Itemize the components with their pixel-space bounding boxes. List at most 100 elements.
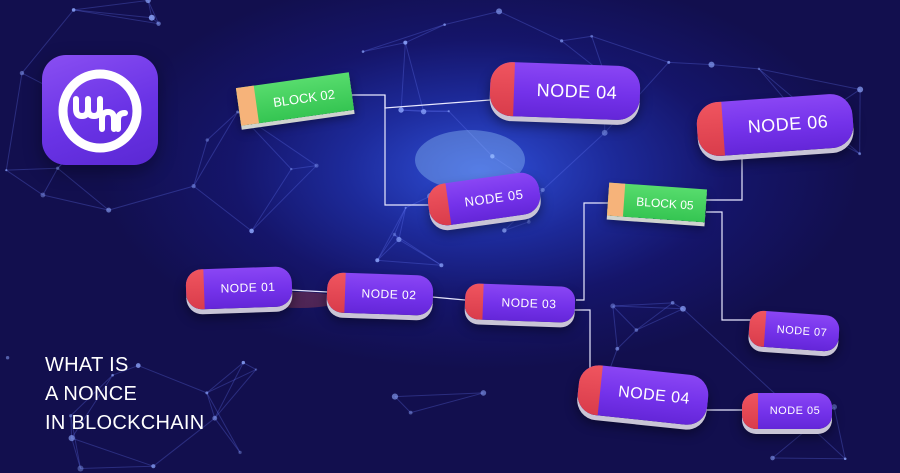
link-block05-node07: [706, 211, 752, 321]
network-dot: [5, 169, 8, 172]
network-line: [612, 302, 673, 307]
node-06-label: NODE 06: [747, 110, 829, 137]
network-line: [6, 167, 58, 171]
network-dot: [392, 232, 397, 237]
network-line: [668, 61, 712, 66]
network-line: [612, 305, 637, 331]
network-dot: [757, 67, 761, 71]
network-line: [401, 109, 424, 113]
network-dot: [148, 14, 155, 21]
network-line: [70, 415, 73, 439]
network-dot: [151, 464, 156, 469]
network-line: [5, 72, 23, 171]
network-dot: [670, 301, 675, 305]
network-line: [112, 365, 139, 376]
node-05-bottom-label: NODE 05: [769, 405, 821, 417]
connection-lines: [289, 94, 752, 411]
network-line: [251, 165, 317, 232]
network-line: [206, 392, 216, 419]
network-line: [394, 396, 411, 413]
network-dot: [40, 192, 46, 198]
network-dot: [314, 163, 319, 168]
network-line: [833, 406, 846, 459]
network-dot: [254, 368, 258, 371]
network-line: [138, 365, 208, 394]
network-dot: [708, 61, 715, 68]
network-dot: [19, 70, 25, 76]
network-line: [251, 168, 292, 232]
network-dot: [857, 86, 864, 93]
wnr-logo: [42, 55, 158, 165]
network-dot: [375, 258, 380, 263]
network-line: [214, 369, 257, 419]
network-line: [504, 221, 529, 231]
network-line: [561, 35, 592, 42]
network-line: [410, 392, 484, 414]
network-dot: [590, 34, 594, 38]
link-block02-node05: [384, 95, 430, 206]
network-line: [362, 42, 406, 53]
network-dot: [191, 184, 196, 189]
network-line: [57, 167, 110, 211]
network-dot: [135, 363, 141, 368]
network-dot: [361, 50, 365, 53]
wnr-logo-icon: [58, 69, 142, 153]
network-line: [636, 302, 673, 331]
network-line: [612, 305, 618, 349]
network-dot: [480, 390, 487, 396]
network-dot: [71, 8, 76, 12]
headline-line-1: WHAT IS: [45, 354, 129, 376]
network-dot: [831, 404, 837, 410]
node-07: NODE 07: [747, 309, 841, 353]
headline-line-3: IN BLOCKCHAIN: [45, 412, 205, 434]
network-line: [147, 0, 160, 24]
network-line: [362, 24, 445, 53]
node-01: NODE 01: [185, 266, 293, 310]
network-dot: [770, 455, 775, 461]
node-07-label: NODE 07: [776, 323, 828, 340]
network-line: [214, 417, 241, 453]
network-dot: [404, 206, 407, 209]
network-dot: [249, 228, 254, 234]
node-04-top: NODE 04: [489, 61, 641, 121]
network-line: [42, 167, 59, 196]
network-dot: [205, 391, 209, 395]
network-dot: [526, 219, 531, 224]
node-02: NODE 02: [326, 272, 434, 316]
network-line: [206, 111, 238, 141]
network-line: [243, 362, 257, 370]
network-dot: [443, 23, 446, 26]
link-node01-node02: [289, 289, 329, 293]
network-line: [772, 457, 846, 460]
node-03-label: NODE 03: [501, 295, 557, 312]
network-line: [404, 42, 425, 112]
network-line: [711, 64, 759, 70]
node-03: NODE 03: [464, 283, 576, 323]
network-dot: [396, 236, 402, 243]
network-dot: [680, 305, 686, 312]
network-line: [80, 465, 154, 470]
network-line: [193, 139, 208, 187]
network-dot: [858, 152, 862, 156]
network-line: [542, 132, 606, 191]
network-line: [206, 362, 244, 394]
network-line: [591, 35, 669, 63]
network-line: [394, 234, 442, 266]
network-line: [71, 374, 114, 439]
network-line: [73, 9, 159, 25]
node-05-bottom: NODE 05: [742, 393, 832, 429]
network-line: [616, 329, 637, 350]
link-node02-node03: [431, 296, 466, 301]
network-dot: [496, 8, 503, 15]
network-dot: [156, 21, 161, 26]
network-line: [71, 437, 81, 469]
network-line: [758, 68, 861, 90]
headline: WHAT IS A NONCE IN BLOCKCHAIN: [45, 351, 205, 438]
network-line: [394, 392, 484, 398]
network-dot: [205, 138, 209, 142]
block-05: BLOCK 05: [606, 182, 708, 223]
network-dot: [238, 450, 242, 455]
network-dot: [615, 346, 620, 351]
network-line: [214, 362, 244, 419]
